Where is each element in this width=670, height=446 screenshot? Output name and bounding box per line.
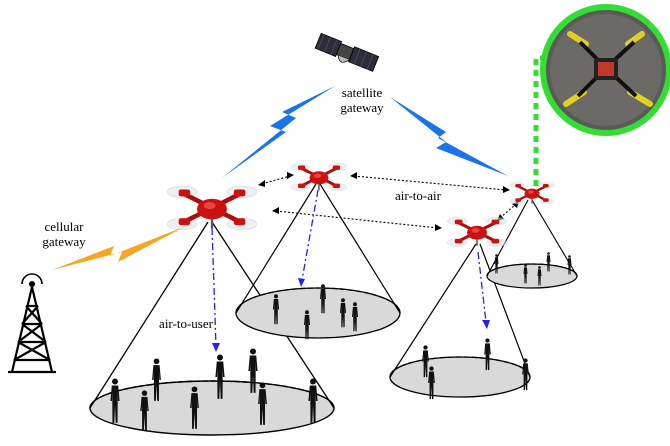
drone-icon: [446, 215, 508, 249]
satellite-icon: [314, 32, 380, 72]
air-to-user-label: air-to-user: [159, 316, 214, 331]
satellite-gateway-label-line2: gateway: [340, 100, 384, 115]
satellite-link-right: [390, 97, 508, 176]
cellular-gateway-label-line1: cellular: [45, 219, 85, 234]
drone-icon: [509, 181, 555, 206]
cellular-gateway-label-line2: gateway: [42, 234, 86, 249]
air-to-air-links: [258, 172, 519, 231]
satellite-link-left: [222, 86, 335, 178]
cell-tower-icon: [8, 273, 56, 374]
drone-icon: [290, 161, 348, 193]
cellular-link: [52, 226, 186, 270]
air-to-user-links: [211, 189, 490, 352]
coverage-cone-middle: [235, 183, 401, 339]
drone-photo-inset: [540, 4, 670, 136]
satellite-gateway-label-line1: satellite: [342, 85, 383, 100]
air-to-air-label: air-to-air: [395, 188, 442, 203]
drone-icon: [167, 186, 257, 230]
